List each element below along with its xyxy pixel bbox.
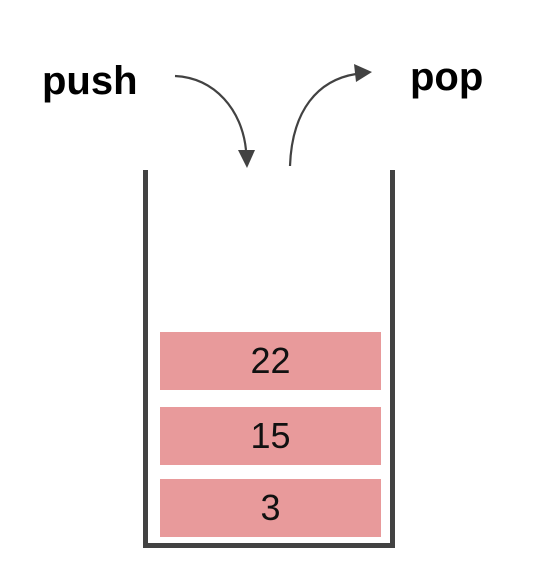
stack-container [143, 170, 395, 548]
push-arrowhead-icon [238, 150, 255, 168]
stack-item: 15 [160, 407, 381, 465]
pop-arrowhead-icon [354, 64, 372, 82]
pop-arrow [288, 72, 357, 167]
push-label: push [42, 59, 138, 103]
pop-label: pop [410, 55, 484, 99]
stack-item: 3 [160, 479, 381, 537]
stack-item: 22 [160, 332, 381, 390]
push-arrow [174, 74, 248, 151]
